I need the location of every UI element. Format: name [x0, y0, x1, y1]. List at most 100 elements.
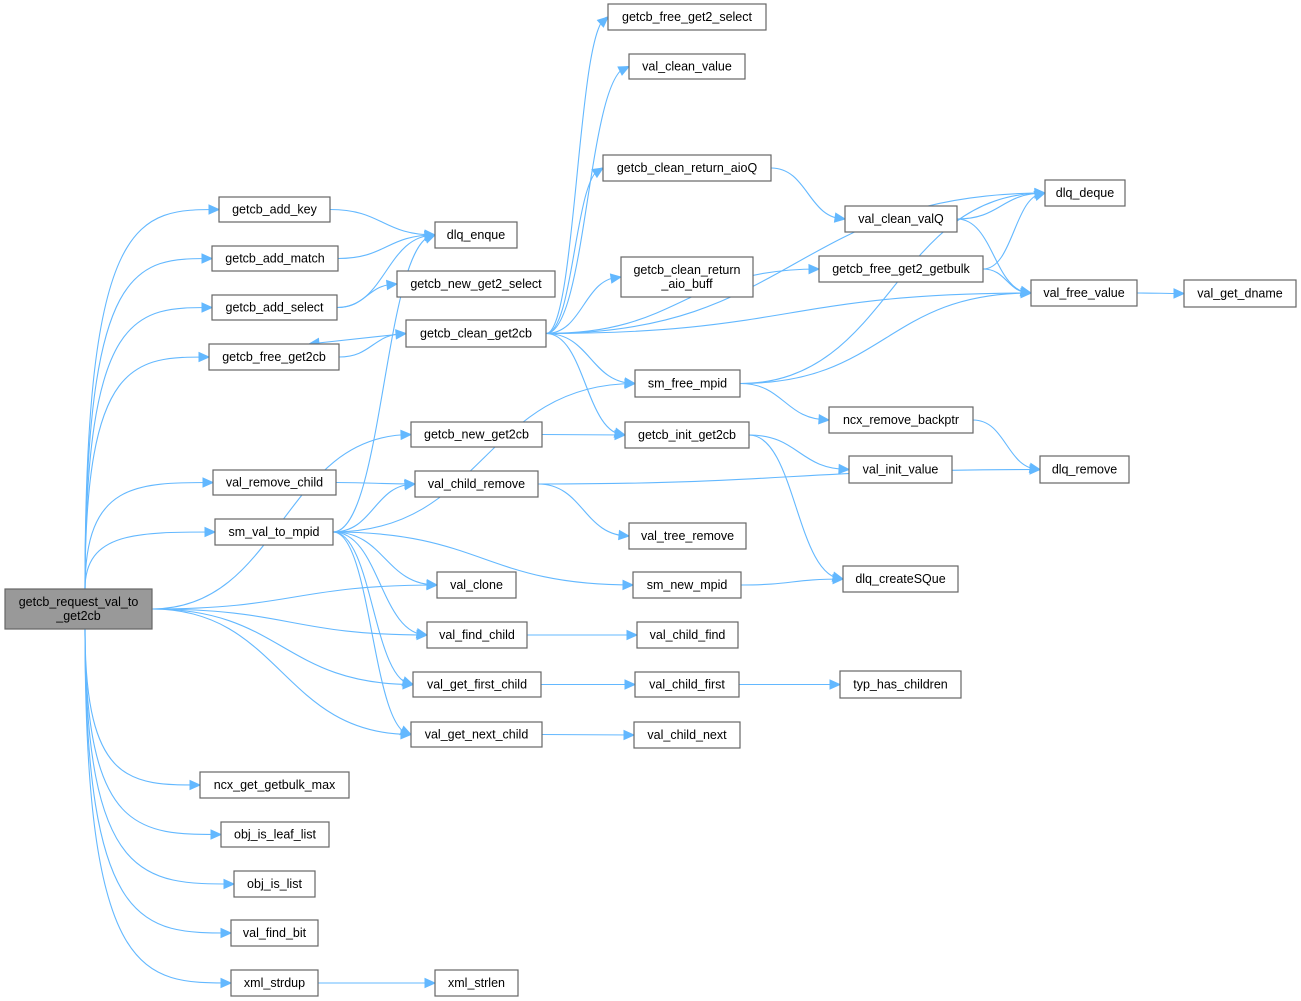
node-val_get_dname[interactable]: val_get_dname [1183, 279, 1297, 308]
edge-getcb_free_get2_getbulk-to-dlq_deque [982, 192, 1046, 270]
node-box [828, 406, 974, 434]
arrowhead-icon [201, 253, 214, 264]
node-dlq_enque[interactable]: dlq_enque [434, 221, 518, 249]
node-label: getcb_new_get2cb [424, 428, 529, 442]
node-label: obj_is_leaf_list [234, 828, 317, 842]
node-val_tree_remove[interactable]: val_tree_remove [628, 522, 747, 550]
node-val_child_find[interactable]: val_child_find [636, 621, 739, 649]
arrowhead-icon [223, 878, 236, 890]
node-box [218, 196, 331, 223]
node-sm_new_mpid[interactable]: sm_new_mpid [632, 571, 742, 599]
edge-getcb_clean_get2cb-to-sm_free_mpid [545, 332, 636, 385]
node-val_clone[interactable]: val_clone [436, 571, 517, 599]
arrowhead-icon [838, 463, 851, 475]
node-getcb_clean_get2cb[interactable]: getcb_clean_get2cb [405, 319, 547, 348]
nodes-layer: getcb_request_val_to_get2cb getcb_add_key… [4, 3, 1297, 997]
node-label: getcb_free_get2_select [622, 10, 752, 24]
node-label: ncx_get_getbulk_max [214, 778, 336, 792]
arrowhead-icon [401, 676, 415, 687]
node-val_child_next[interactable]: val_child_next [633, 721, 741, 749]
arrowhead-icon [404, 479, 417, 491]
node-getcb_free_get2_getbulk[interactable]: getcb_free_get2_getbulk [818, 255, 984, 283]
node-val_find_child[interactable]: val_find_child [426, 621, 528, 649]
node-getcb_add_match[interactable]: getcb_add_match [211, 245, 339, 272]
node-obj_is_list[interactable]: obj_is_list [233, 870, 316, 898]
node-dlq_deque[interactable]: dlq_deque [1044, 179, 1126, 207]
node-box [844, 205, 958, 233]
node-label: val_remove_child [226, 476, 323, 490]
node-xml_strdup[interactable]: xml_strdup [230, 969, 319, 997]
node-typ_has_children[interactable]: typ_has_children [839, 670, 962, 699]
node-getcb_new_get2_select[interactable]: getcb_new_get2_select [396, 270, 556, 298]
edge-sm_new_mpid-to-dlq_createSQue [740, 578, 844, 586]
edge-sm_val_to_mpid-to-sm_new_mpid [332, 531, 634, 586]
node-label: val_free_value [1043, 286, 1124, 300]
node-getcb_new_get2cb[interactable]: getcb_new_get2cb [410, 421, 543, 448]
node-getcb_add_select[interactable]: getcb_add_select [211, 294, 338, 321]
node-val_clean_value[interactable]: val_clean_value [628, 53, 746, 80]
node-getcb_free_get2_select[interactable]: getcb_free_get2_select [607, 3, 767, 31]
edge-root-to-obj_is_leaf_list [84, 628, 222, 836]
arrowhead-icon [829, 679, 842, 690]
node-val_child_remove[interactable]: val_child_remove [414, 470, 539, 498]
node-label: dlq_deque [1056, 186, 1114, 200]
arrowhead-icon [220, 927, 233, 939]
node-box [602, 154, 772, 182]
arrowhead-icon [415, 628, 429, 639]
node-box [211, 245, 339, 272]
node-box [1183, 279, 1297, 308]
edge-root-to-getcb_free_get2cb [84, 356, 210, 590]
node-label: dlq_enque [447, 228, 505, 242]
node-getcb_add_key[interactable]: getcb_add_key [218, 196, 331, 223]
node-label: val_child_first [649, 678, 725, 692]
node-box [410, 421, 543, 448]
node-getcb_clean_return_aio_buff[interactable]: getcb_clean_return_aio_buff [620, 256, 754, 298]
node-label: getcb_init_get2cb [638, 428, 736, 442]
node-box [230, 919, 319, 947]
node-val_child_first[interactable]: val_child_first [634, 671, 740, 698]
edge-getcb_clean_get2cb-to-getcb_free_get2cb [308, 332, 407, 345]
edge-getcb_clean_return_aioQ-to-val_clean_valQ [770, 167, 846, 220]
node-getcb_init_get2cb[interactable]: getcb_init_get2cb [624, 421, 750, 449]
arrowhead-icon [426, 578, 439, 590]
node-getcb_clean_return_aioQ[interactable]: getcb_clean_return_aioQ [602, 154, 772, 182]
edge-root-to-xml_strdup [84, 628, 232, 984]
node-val_free_value[interactable]: val_free_value [1030, 279, 1138, 307]
edge-sm_val_to_mpid-to-dlq_enque [332, 234, 436, 533]
edge-root-to-obj_is_list [84, 628, 235, 885]
node-ncx_get_getbulk_max[interactable]: ncx_get_getbulk_max [199, 771, 350, 799]
node-root[interactable]: getcb_request_val_to_get2cb [4, 588, 153, 630]
node-val_get_first_child[interactable]: val_get_first_child [412, 671, 542, 698]
node-sm_val_to_mpid[interactable]: sm_val_to_mpid [214, 518, 334, 546]
node-box [633, 721, 741, 749]
arrowhead-icon [624, 378, 637, 390]
node-label: val_get_dname [1197, 287, 1283, 301]
edge-root-to-sm_val_to_mpid [84, 531, 216, 590]
node-dlq_createSQue[interactable]: dlq_createSQue [842, 565, 959, 593]
node-box [620, 256, 754, 298]
edge-root-to-val_get_first_child [151, 608, 414, 686]
node-label: getcb_free_get2cb [222, 350, 326, 364]
node-val_clean_valQ[interactable]: val_clean_valQ [844, 205, 958, 233]
node-val_find_bit[interactable]: val_find_bit [230, 919, 319, 947]
arrowhead-icon [208, 204, 221, 215]
node-label: getcb_free_get2_getbulk [832, 262, 970, 276]
node-val_init_value[interactable]: val_init_value [848, 455, 953, 484]
node-dlq_remove[interactable]: dlq_remove [1039, 455, 1130, 484]
edge-getcb_clean_get2cb-to-val_clean_value [545, 65, 630, 335]
node-label: getcb_new_get2_select [410, 277, 542, 291]
node-ncx_remove_backptr[interactable]: ncx_remove_backptr [828, 406, 974, 434]
node-getcb_free_get2cb[interactable]: getcb_free_get2cb [208, 343, 340, 371]
arrowhead-icon [626, 629, 639, 641]
node-xml_strlen[interactable]: xml_strlen [434, 969, 519, 997]
node-sm_free_mpid[interactable]: sm_free_mpid [634, 369, 741, 398]
edge-sm_val_to_mpid-to-val_get_first_child [332, 531, 414, 686]
edge-sm_free_mpid-to-ncx_remove_backptr [739, 382, 830, 421]
node-val_remove_child[interactable]: val_remove_child [212, 469, 337, 496]
node-val_get_next_child[interactable]: val_get_next_child [410, 721, 543, 748]
arrowhead-icon [210, 829, 223, 840]
node-label: obj_is_list [247, 877, 302, 891]
node-box [220, 821, 330, 848]
node-obj_is_leaf_list[interactable]: obj_is_leaf_list [220, 821, 330, 848]
node-box [1030, 279, 1138, 307]
